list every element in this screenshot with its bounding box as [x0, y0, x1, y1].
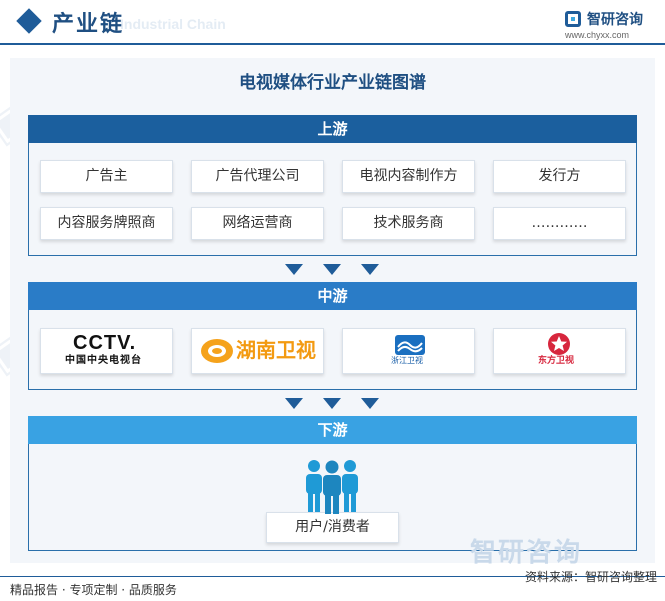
cctv-logo-text: CCTV. [73, 332, 137, 354]
header-subtitle-en: Industrial Chain [120, 16, 226, 32]
hunan-tv-logo-text: 湖南卫视 [236, 338, 316, 362]
upstream-item: 广告代理公司 [191, 160, 324, 193]
upstream-item: 技术服务商 [342, 207, 475, 240]
down-arrow-icon [323, 264, 341, 275]
down-arrow-icon [285, 264, 303, 275]
brand-mark-icon [565, 11, 581, 27]
zhejiang-tv-logo-text: 浙江卫视 [391, 356, 423, 365]
upstream-item: 内容服务牌照商 [40, 207, 173, 240]
zhejiang-wave-icon [395, 335, 425, 355]
upstream-section: 上游 广告主 广告代理公司 电视内容制作方 发行方 内容服务牌照商 网络运营商 … [28, 115, 637, 256]
cctv-logo: CCTV. 中国中央电视台 [40, 328, 173, 374]
down-arrow-icon [361, 264, 379, 275]
down-arrow-icon [285, 398, 303, 409]
midstream-label: 中游 [28, 282, 637, 310]
diagram-title: 电视媒体行业产业链图谱 [239, 73, 426, 93]
footer-divider [0, 576, 665, 577]
header-divider [0, 43, 665, 45]
cctv-logo-subtext: 中国中央电视台 [65, 355, 142, 366]
star-icon [548, 333, 570, 355]
down-arrow-icon [323, 398, 341, 409]
downstream-label: 下游 [28, 416, 637, 444]
diamond-icon [16, 8, 42, 34]
footer-watermark: 智研咨询 [470, 538, 583, 568]
down-arrow-icon [361, 398, 379, 409]
footer-slogan: 精品报告 · 专项定制 · 品质服务 [10, 583, 177, 597]
upstream-item: 广告主 [40, 160, 173, 193]
hunan-tv-logo: 湖南卫视 [191, 328, 324, 374]
users-icon [306, 460, 358, 514]
page-header: Industrial Chain 产业链 智研咨询 www.chyxx.com [0, 0, 665, 45]
dragon-tv-logo-text: 东方卫视 [538, 356, 575, 366]
downstream-item: 用户/消费者 [266, 512, 399, 543]
upstream-item: ………… [493, 207, 626, 240]
midstream-section: 中游 CCTV. 中国中央电视台 湖南卫视 浙江卫视 东方卫视 [28, 282, 637, 390]
brand-url: www.chyxx.com [565, 30, 630, 40]
upstream-item: 电视内容制作方 [342, 160, 475, 193]
upstream-label: 上游 [28, 115, 637, 143]
page-title: 产业链 [52, 12, 125, 37]
mango-icon [201, 339, 233, 363]
brand-logo: 智研咨询 www.chyxx.com [565, 9, 655, 41]
dragon-tv-logo: 东方卫视 [493, 328, 626, 374]
zhejiang-tv-logo: 浙江卫视 [342, 328, 475, 374]
upstream-item: 发行方 [493, 160, 626, 193]
upstream-item: 网络运营商 [191, 207, 324, 240]
source-note: 资料来源：智研咨询整理 [524, 570, 657, 584]
downstream-section: 下游 用户/消费者 [28, 416, 637, 551]
brand-name: 智研咨询 [587, 12, 643, 28]
